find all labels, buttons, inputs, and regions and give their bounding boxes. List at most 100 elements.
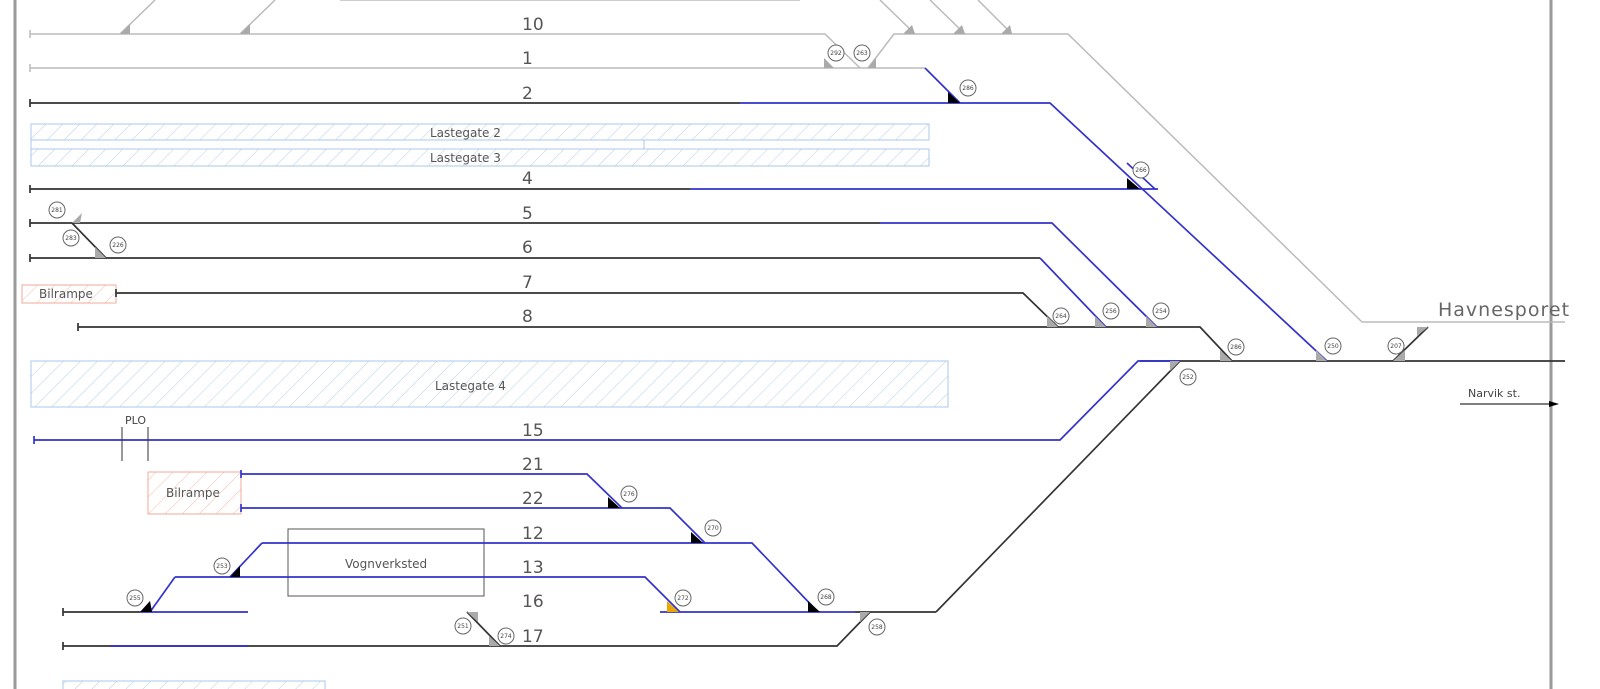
switch-label: 272 xyxy=(674,589,692,607)
switch-number: 283 xyxy=(65,235,77,242)
switch-label: 252 xyxy=(1179,368,1197,386)
switch-circle xyxy=(817,588,835,606)
track-label-1: 1 xyxy=(522,49,533,69)
track-4-route xyxy=(690,162,1158,190)
switch-label: 276 xyxy=(620,485,638,503)
track-label-7: 7 xyxy=(522,273,533,293)
plo-marker: PLO xyxy=(121,414,149,461)
switch-number: 263 xyxy=(856,50,868,57)
track-13 xyxy=(175,576,681,613)
switch-number: 255 xyxy=(129,595,141,602)
switch-circle xyxy=(213,557,231,575)
switch-number: 250 xyxy=(1327,343,1339,350)
havnesporet-label: Havnesporet xyxy=(1438,299,1570,321)
switch-circle xyxy=(109,236,127,254)
branch-252 xyxy=(935,360,1181,613)
track-label-10: 10 xyxy=(522,15,544,35)
switch-label: 258 xyxy=(868,618,886,636)
switch-circle xyxy=(497,627,515,645)
switch-label: 251 xyxy=(454,617,472,635)
switch-label: 255 xyxy=(126,589,144,607)
switch-label: 270 xyxy=(704,519,722,537)
switch-circle xyxy=(1227,338,1245,356)
switch-circle xyxy=(674,589,692,607)
branch-255 xyxy=(149,576,176,613)
loading-area-lastegate-2: Lastegate 2 xyxy=(30,123,930,150)
narvik-label: Narvik st. xyxy=(1468,387,1520,400)
track-7 xyxy=(116,292,1059,328)
lastegate-3-label: Lastegate 3 xyxy=(430,151,501,165)
havnesporet-track xyxy=(867,33,1565,323)
switch-label: 292 xyxy=(827,44,845,62)
bilrampe-top-label: Bilrampe xyxy=(39,287,93,301)
switch-number: 286 xyxy=(1230,344,1242,351)
loading-area-bottom xyxy=(62,680,326,689)
switch-label: 263 xyxy=(853,44,871,62)
switch-circle xyxy=(48,201,66,219)
loading-area-lastegate-3: Lastegate 3 xyxy=(30,148,930,167)
track-label-4: 4 xyxy=(522,169,533,189)
switch-label: 286 xyxy=(1227,338,1245,356)
switch-label: 207 xyxy=(1387,337,1405,355)
tracks-dark xyxy=(29,99,1565,650)
crossover-5-6 xyxy=(71,222,107,259)
switch-circle xyxy=(1324,337,1342,355)
switch-markers-inactive xyxy=(120,24,1012,68)
track-17 xyxy=(63,611,871,647)
switch-label: 286 xyxy=(959,79,977,97)
switch-circle xyxy=(1102,302,1120,320)
switch-circle xyxy=(853,44,871,62)
connector-top-5 xyxy=(977,0,1013,35)
vognverksted-label: Vognverksted xyxy=(345,557,427,571)
switch-number: 252 xyxy=(1182,374,1194,381)
track-label-13: 13 xyxy=(522,558,544,578)
switch-markers-active xyxy=(72,92,1428,646)
lastegate-4-label: Lastegate 4 xyxy=(435,379,506,393)
track-label-6: 6 xyxy=(522,238,533,258)
track-15 xyxy=(34,360,1180,441)
switch-circle xyxy=(704,519,722,537)
switch-number: 292 xyxy=(830,50,842,57)
switch-number: 281 xyxy=(51,207,63,214)
switch-label: 253 xyxy=(213,557,231,575)
track-label-5: 5 xyxy=(522,204,533,224)
switch-circle xyxy=(126,589,144,607)
switch-label: 266 xyxy=(1132,161,1150,179)
track-label-17: 17 xyxy=(522,627,544,647)
ramp-bilrampe-top: Bilrampe xyxy=(21,284,117,304)
switch-number: 274 xyxy=(500,633,512,640)
switch-number: 272 xyxy=(677,595,689,602)
switch-circle xyxy=(1179,368,1197,386)
track-label-15: 15 xyxy=(522,421,544,441)
switch-number: 264 xyxy=(1055,313,1067,320)
track-label-12: 12 xyxy=(522,524,544,544)
track-21 xyxy=(241,473,623,509)
track-label-22: 22 xyxy=(522,489,544,509)
switch-number: 254 xyxy=(1155,308,1167,315)
building-vognverksted: Vognverksted xyxy=(287,528,485,597)
switch-label: 264 xyxy=(1052,307,1070,325)
switch-number: 276 xyxy=(623,491,635,498)
switch-label: 226 xyxy=(109,236,127,254)
switch-label: 274 xyxy=(497,627,515,645)
tracks-route xyxy=(33,67,1328,647)
switch-circle xyxy=(454,617,472,635)
switch-circle xyxy=(959,79,977,97)
track-labels: 10 1 2 4 5 6 7 8 15 21 22 12 13 16 17 xyxy=(522,15,544,647)
switch-number: 286 xyxy=(962,85,974,92)
switch-circle xyxy=(1132,161,1150,179)
switch-number: 207 xyxy=(1390,343,1402,350)
switch-circle xyxy=(868,618,886,636)
track-10 xyxy=(30,33,861,69)
switch-label: 254 xyxy=(1152,302,1170,320)
switch-circle xyxy=(62,229,80,247)
direction-narvik: Narvik st. xyxy=(1460,387,1559,407)
loading-area-lastegate-4: Lastegate 4 xyxy=(30,360,949,408)
switch-number: 266 xyxy=(1135,167,1147,174)
switch-number: 251 xyxy=(457,623,469,630)
switch-circle xyxy=(1052,307,1070,325)
switch-label: 256 xyxy=(1102,302,1120,320)
switch-number: 253 xyxy=(216,563,228,570)
switch-number: 226 xyxy=(112,242,124,249)
switch-circle xyxy=(1387,337,1405,355)
